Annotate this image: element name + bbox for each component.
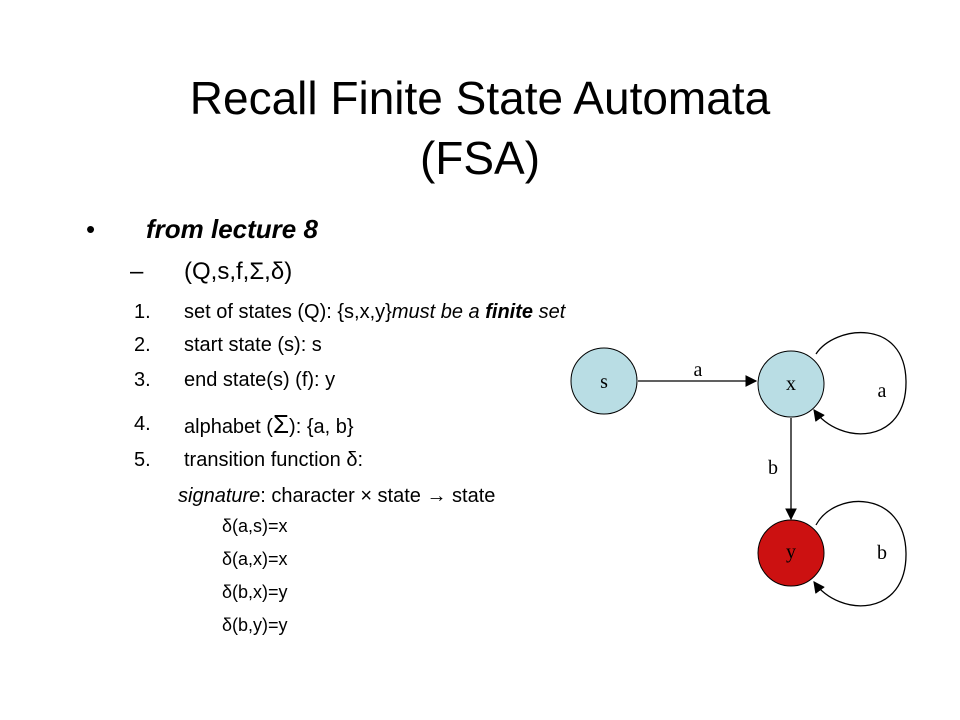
item-1-bold: finite (485, 301, 534, 323)
slide-title: Recall Finite State Automata (FSA) (0, 68, 960, 188)
item-5-number: 5. (134, 449, 151, 471)
item-2-text: start state (s): s (184, 334, 322, 356)
transition-3: δ(b,x)=y (222, 582, 288, 602)
item-4-text-pre: alphabet ( (184, 416, 273, 438)
item-2-number: 2. (134, 334, 151, 356)
sigma-symbol: Σ (272, 409, 290, 439)
item-4: alphabet (Σ): {a, b} (184, 409, 354, 440)
transition-4: δ(b,y)=y (222, 615, 288, 635)
item-4-text-post: ): {a, b} (289, 416, 354, 438)
state-s (570, 347, 638, 415)
edge-y-loop (813, 500, 907, 607)
state-s-label: s (600, 371, 608, 393)
state-x-label: x (786, 373, 796, 395)
item-3-number: 3. (134, 369, 151, 391)
tuple-definition: (Q,s,f,Σ,δ) (184, 258, 293, 285)
bullet-text: from lecture 8 (146, 214, 318, 244)
edge-s-x-label: a (694, 359, 703, 381)
state-x (757, 350, 825, 418)
edge-x-loop-label: a (878, 380, 887, 402)
edge-x-loop (813, 331, 907, 435)
transition-1: δ(a,s)=x (222, 516, 288, 536)
item-1-tail: set (533, 301, 566, 323)
sub-dash: – (130, 258, 144, 285)
item-1-emph: must be a (391, 301, 486, 323)
title-line-1: Recall Finite State Automata (189, 72, 771, 124)
signature-label: signature (178, 485, 261, 507)
signature-text: : character × state → state (260, 485, 496, 507)
edge-y-loop-label: b (877, 542, 887, 564)
signature-line: signature: character × state → state (178, 485, 495, 508)
item-5-text: transition function δ: (184, 449, 364, 471)
item-1-number: 1. (134, 301, 151, 323)
title-line-2: (FSA) (419, 132, 541, 184)
state-y (757, 519, 825, 587)
item-1: set of states (Q): {s,x,y}must be a fini… (184, 301, 565, 324)
state-y-label: y (786, 541, 796, 563)
transition-2: δ(a,x)=x (222, 549, 288, 569)
item-4-number: 4. (134, 413, 151, 435)
item-3-text: end state(s) (f): y (184, 369, 336, 391)
item-1-text: set of states (Q): {s,x,y} (184, 301, 392, 323)
edge-x-y-label: b (768, 457, 778, 479)
bullet-marker: • (86, 214, 96, 244)
